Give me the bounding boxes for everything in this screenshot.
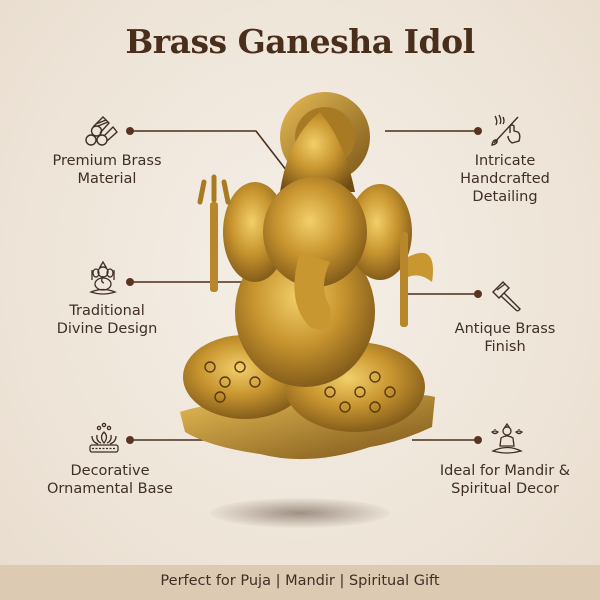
feature-label: Traditional Divine Design (56, 303, 158, 337)
feature-label: Premium Brass Material (52, 153, 162, 187)
meditating-figure-icon (490, 422, 524, 456)
ganesha-icon (88, 260, 118, 296)
feature-traditional-divine-design: Traditional Divine Design (22, 302, 192, 338)
feature-label: Antique Brass Finish (454, 321, 556, 355)
page-title: Brass Ganesha Idol (125, 22, 475, 61)
hammer-icon (490, 280, 524, 312)
feature-label: Decorative Ornamental Base (47, 463, 173, 497)
feature-premium-brass-material: Premium Brass Material (22, 152, 192, 188)
feature-label: Intricate Handcrafted Detailing (460, 153, 550, 205)
idol-shadow (210, 498, 390, 528)
brass-rods-icon (84, 113, 118, 147)
footer-tagline: Perfect for Puja | Mandir | Spiritual Gi… (160, 573, 440, 589)
footer-tagline-bar: Perfect for Puja | Mandir | Spiritual Gi… (0, 565, 600, 600)
feature-decorative-ornamental-base: Decorative Ornamental Base (20, 462, 200, 498)
feature-label: Ideal for Mandir & Spiritual Decor (439, 463, 571, 497)
brass-ganesha-idol-image (170, 82, 450, 522)
brush-hand-icon (490, 113, 522, 147)
feature-antique-brass-finish: Antique Brass Finish (420, 320, 590, 356)
lotus-icon (88, 422, 120, 454)
feature-intricate-handcrafted-detailing: Intricate Handcrafted Detailing (430, 152, 580, 206)
feature-ideal-for-mandir: Ideal for Mandir & Spiritual Decor (420, 462, 590, 498)
